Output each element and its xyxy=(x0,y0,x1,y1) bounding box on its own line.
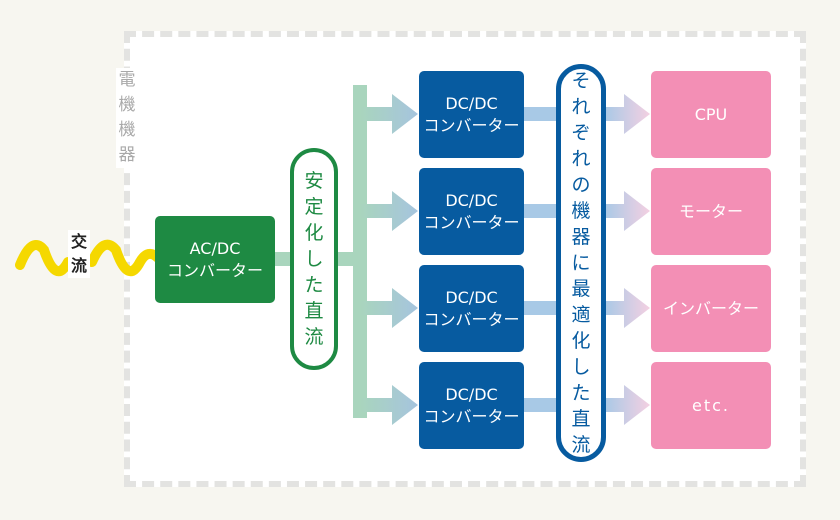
branch-arrow-icon xyxy=(360,191,418,231)
optimized-dc-char: れ xyxy=(571,148,591,170)
output-arrow-icon xyxy=(604,191,650,231)
acdc-converter-box: AC/DC コンバーター xyxy=(155,216,275,303)
device-label: etc. xyxy=(692,395,730,415)
stabilized-dc-char: 定 xyxy=(304,196,324,218)
dcdc-converter-box: DC/DC コンバーター xyxy=(419,168,524,255)
device-label: インバーター xyxy=(662,298,759,318)
ac-label-char: 流 xyxy=(70,256,87,275)
optimized-dc-char: 機 xyxy=(571,200,591,222)
device-box-inverter: インバーター xyxy=(651,265,771,352)
stabilized-dc-char: た xyxy=(304,274,324,296)
branch-arrow-icon xyxy=(360,385,418,425)
dcdc-converter-line2: コンバーター xyxy=(423,212,520,232)
branch-arrow-icon xyxy=(360,288,418,328)
optimized-dc-char: 化 xyxy=(571,330,591,352)
dc-bus-trunk xyxy=(353,85,367,418)
dcdc-converter-line1: DC/DC xyxy=(445,287,498,307)
stabilized-dc-char: 直 xyxy=(304,300,324,322)
optimized-dc-char: 流 xyxy=(571,434,591,456)
stabilized-dc-char: 化 xyxy=(304,222,324,244)
stabilized-dc-char: し xyxy=(304,248,324,270)
optimized-dc-char: し xyxy=(571,356,591,378)
optimized-dc-char: れ xyxy=(571,96,591,118)
ac-input-label: 交流 xyxy=(68,230,90,278)
ac-wave-icon xyxy=(15,239,163,276)
optimized-dc-char: た xyxy=(571,382,591,404)
acdc-converter-line1: AC/DC xyxy=(189,238,241,258)
optimized-dc-char: 直 xyxy=(571,408,591,430)
dcdc-converter-line1: DC/DC xyxy=(445,190,498,210)
dcdc-converter-line2: コンバーター xyxy=(423,406,520,426)
dcdc-output-line xyxy=(524,204,558,218)
output-arrow-icon xyxy=(604,94,650,134)
output-arrow-icon xyxy=(604,385,650,425)
optimized-dc-char: そ xyxy=(571,70,591,92)
device-group-label-char: 器 xyxy=(118,145,136,165)
ac-label-char: 交 xyxy=(70,232,87,251)
device-label: モーター xyxy=(678,201,743,221)
optimized-dc-label: それぞれの機器に最適化した直流 xyxy=(556,64,606,462)
dcdc-converter-line1: DC/DC xyxy=(445,384,498,404)
branch-arrow-icon xyxy=(360,94,418,134)
dcdc-converter-box: DC/DC コンバーター xyxy=(419,71,524,158)
dcdc-output-line xyxy=(524,398,558,412)
device-group-label-char: 電 xyxy=(118,70,136,90)
optimized-dc-char: 器 xyxy=(571,226,591,248)
stabilized-dc-char: 流 xyxy=(304,326,324,348)
device-box-motor: モーター xyxy=(651,168,771,255)
device-group-label-char: 機 xyxy=(118,95,136,115)
optimized-dc-char: 適 xyxy=(571,304,591,326)
optimized-dc-char: 最 xyxy=(571,278,591,300)
device-box-cpu: CPU xyxy=(651,71,771,158)
dcdc-converter-line1: DC/DC xyxy=(445,93,498,113)
device-group-label: 電機機器 xyxy=(116,68,138,168)
optimized-dc-char: の xyxy=(571,174,591,196)
dcdc-output-line xyxy=(524,107,558,121)
device-label: CPU xyxy=(694,104,728,124)
acdc-converter-line2: コンバーター xyxy=(166,260,263,280)
device-group-label-char: 機 xyxy=(118,120,136,140)
dcdc-converter-box: DC/DC コンバーター xyxy=(419,362,524,449)
optimized-dc-char: ぞ xyxy=(571,122,591,144)
optimized-dc-char: に xyxy=(571,252,591,274)
dcdc-converter-box: DC/DC コンバーター xyxy=(419,265,524,352)
device-box-etc: etc. xyxy=(651,362,771,449)
dcdc-converter-line2: コンバーター xyxy=(423,115,520,135)
stabilized-dc-char: 安 xyxy=(304,170,324,192)
stabilized-dc-label: 安定化した直流 xyxy=(290,148,338,370)
dcdc-output-line xyxy=(524,301,558,315)
dcdc-converter-line2: コンバーター xyxy=(423,309,520,329)
output-arrow-icon xyxy=(604,288,650,328)
